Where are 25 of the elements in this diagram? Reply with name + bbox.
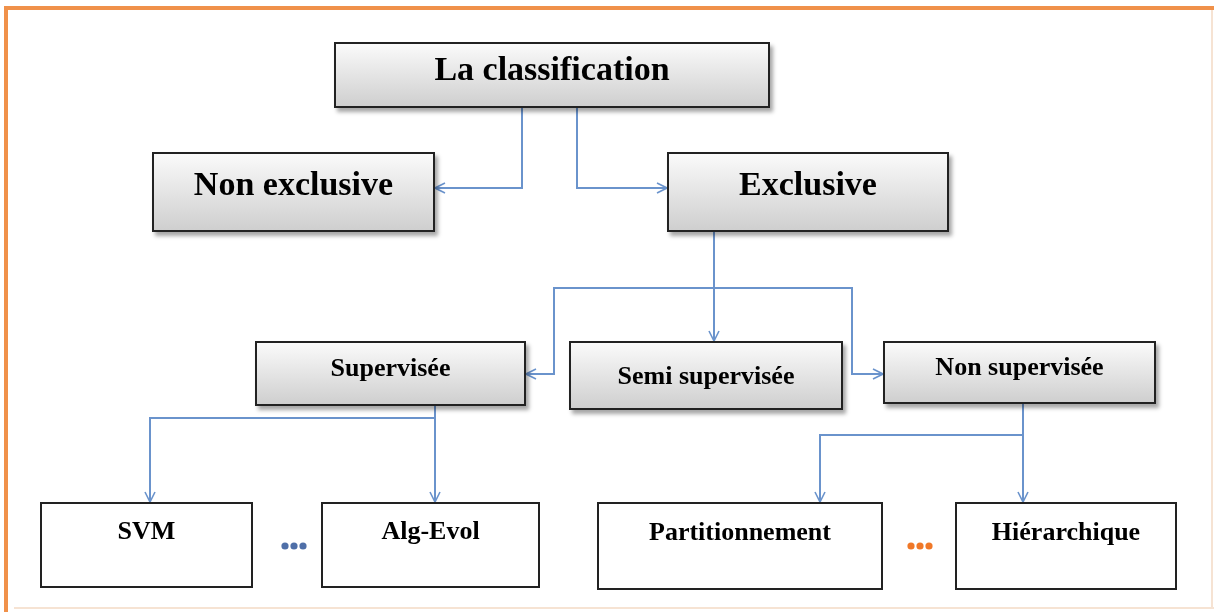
category-box	[152, 152, 435, 232]
category-box	[569, 341, 843, 410]
node-label: Partitionnement	[649, 517, 831, 547]
node-label: Hiérarchique	[991, 517, 1141, 547]
node-label: Non supervisée	[935, 351, 1104, 382]
node-label: Semi supervisée	[617, 360, 795, 391]
node-label: La classification	[434, 50, 670, 88]
node-label: Alg-Evol	[381, 516, 480, 546]
node-label: Exclusive	[739, 165, 877, 203]
arrow	[434, 107, 523, 194]
method-box	[40, 502, 253, 588]
node-label: Non exclusive	[193, 165, 394, 203]
method-box	[955, 502, 1177, 590]
category-box	[667, 152, 949, 232]
category-box	[255, 341, 526, 406]
method-box	[597, 502, 883, 590]
node-label: Supervisée	[330, 352, 451, 383]
category-box	[334, 42, 770, 108]
arrow	[713, 231, 884, 380]
category-box	[883, 341, 1156, 404]
arrow	[429, 405, 441, 503]
arrow	[1017, 403, 1029, 503]
arrow	[576, 107, 668, 194]
method-box	[321, 502, 540, 588]
node-label: SVM	[117, 516, 176, 546]
